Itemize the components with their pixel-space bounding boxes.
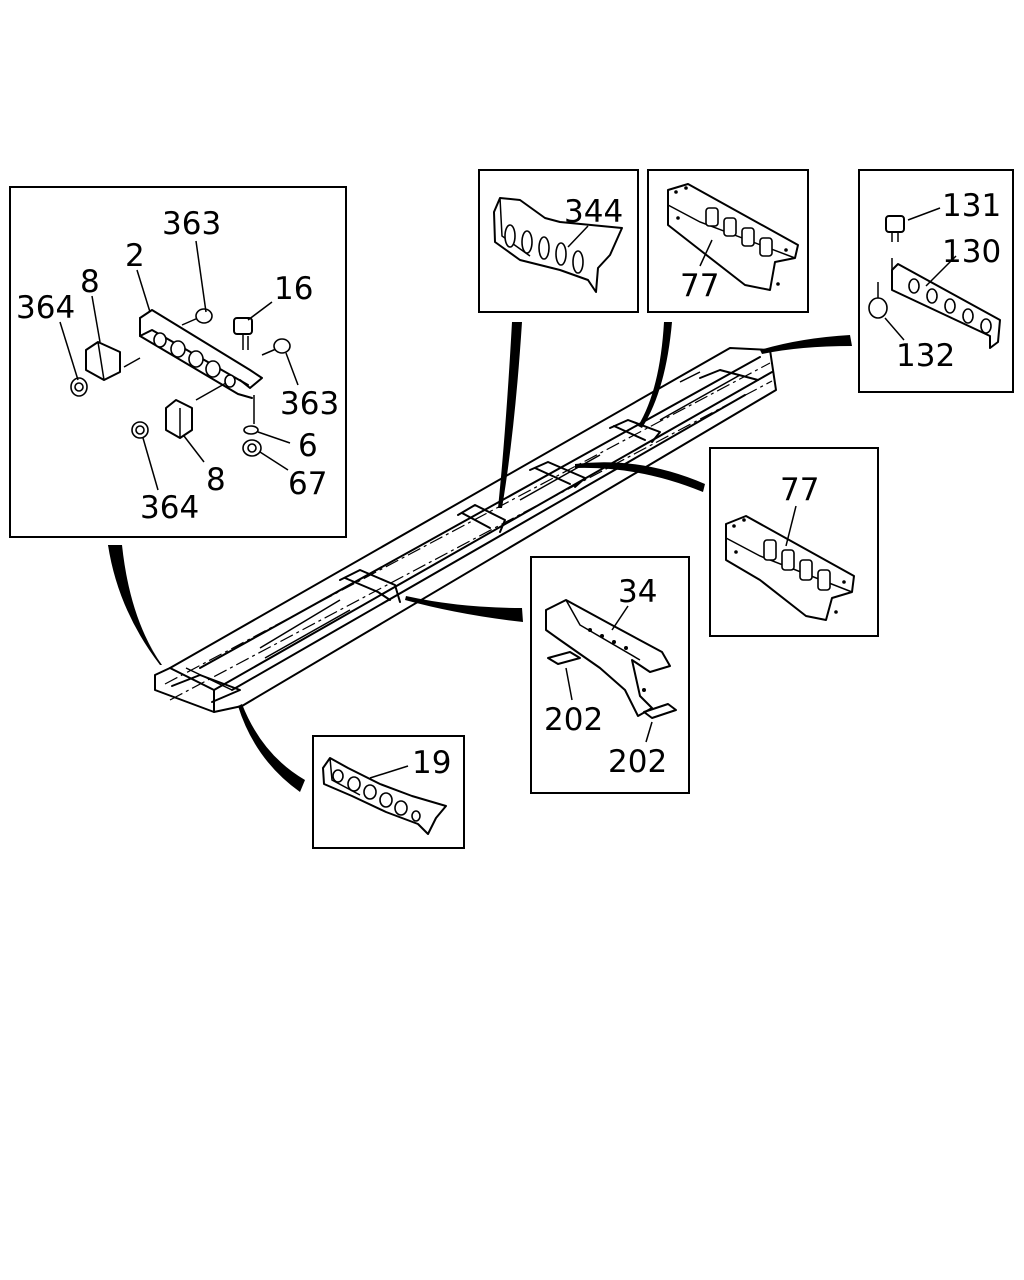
callout-8-bottom: 8 — [206, 462, 226, 498]
plate-202-left — [547, 651, 581, 665]
crossmember-130 — [891, 258, 1001, 349]
callout-131: 131 — [942, 188, 1001, 224]
crossmember-344 — [493, 197, 623, 293]
bracket-8-bottom — [165, 382, 227, 439]
inset-344: 344 — [478, 169, 639, 313]
callout-132: 132 — [896, 338, 955, 374]
inset-crossmember-front: 363 2 8 16 364 363 6 67 8 364 — [9, 186, 347, 538]
callout-363-top: 363 — [162, 206, 221, 242]
callout-202-left: 202 — [544, 702, 603, 738]
callout-77-right: 77 — [780, 472, 819, 508]
crossmember-19 — [322, 757, 447, 835]
callout-34: 34 — [618, 574, 657, 610]
callout-364-bottom: 364 — [140, 490, 199, 526]
callout-16: 16 — [274, 271, 313, 307]
nut-364-bottom — [131, 421, 149, 439]
chassis-frame — [154, 347, 777, 713]
callout-8-top: 8 — [80, 264, 100, 300]
inset-front-leaders — [59, 240, 299, 491]
callout-2: 2 — [125, 238, 145, 274]
callout-130: 130 — [942, 234, 1001, 270]
callout-6: 6 — [298, 428, 318, 464]
bolt-363-top — [181, 308, 213, 326]
crossmember-part-2 — [139, 309, 263, 399]
nut-132 — [868, 282, 888, 319]
callout-77-top: 77 — [680, 268, 719, 304]
nut-364-top — [70, 377, 88, 397]
bolt-16 — [233, 317, 253, 350]
crossmember-77-right — [725, 515, 855, 621]
inset-77-top: 77 — [647, 169, 809, 313]
callout-202-right: 202 — [608, 744, 667, 780]
inset-19: 19 — [312, 735, 465, 849]
inset-77-right: 77 — [709, 447, 879, 637]
plate-202-right — [643, 703, 677, 719]
callout-344: 344 — [564, 194, 623, 230]
callout-67: 67 — [288, 466, 327, 502]
bolt-131 — [885, 215, 905, 242]
washer-6 — [243, 395, 259, 435]
inset-131: 131 130 132 — [858, 169, 1014, 393]
crossmember-77-top — [667, 183, 799, 291]
callout-363-right: 363 — [280, 386, 339, 422]
bolt-363-right — [261, 338, 291, 356]
leader-curves — [108, 322, 852, 792]
nut-67 — [242, 439, 262, 457]
crossmember-34 — [545, 599, 671, 717]
callout-364-top: 364 — [16, 290, 75, 326]
inset-34: 34 202 202 — [530, 556, 690, 794]
callout-19: 19 — [412, 745, 451, 781]
bracket-8-top — [85, 341, 141, 381]
